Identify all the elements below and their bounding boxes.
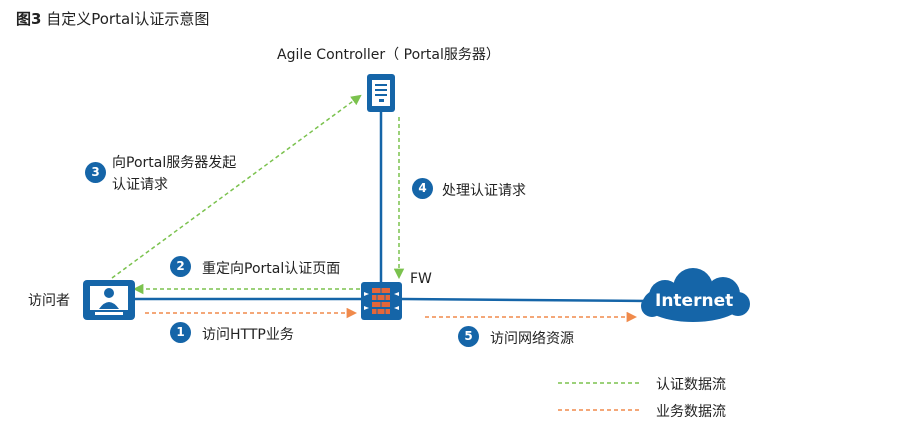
step-4-badge: 4 [412,178,433,199]
step-4-label: 处理认证请求 [442,183,526,199]
firewall-icon [361,282,402,320]
internet-label: Internet [655,291,734,311]
step-1-label: 访问HTTP业务 [202,327,294,343]
figure-caption: 自定义Portal认证示意图 [46,10,210,28]
figure-number: 图3 [16,10,42,28]
controller-label: Agile Controller（ Portal服务器） [277,47,500,63]
flow-auth-request [111,94,362,279]
step-3-badge: 3 [85,162,106,183]
step-3-label-line2: 认证请求 [112,177,168,193]
step-5-label: 访问网络资源 [490,331,574,347]
user-terminal-icon [83,280,135,320]
fw-label: FW [410,271,432,287]
step-1-badge: 1 [170,322,191,343]
legend-auth-label: 认证数据流 [656,377,726,393]
internet-cloud-icon [641,268,750,322]
link-fw-internet [401,297,651,303]
legend-biz-label: 业务数据流 [656,404,726,420]
step-2-badge: 2 [170,256,191,277]
step-3-label-line1: 向Portal服务器发起 [112,155,237,171]
step-2-label: 重定向Portal认证页面 [202,261,341,277]
server-icon [367,74,395,112]
figure-title: 图3 自定义Portal认证示意图 [16,8,209,29]
step-5-badge: 5 [458,326,479,347]
visitor-label: 访问者 [28,293,70,309]
